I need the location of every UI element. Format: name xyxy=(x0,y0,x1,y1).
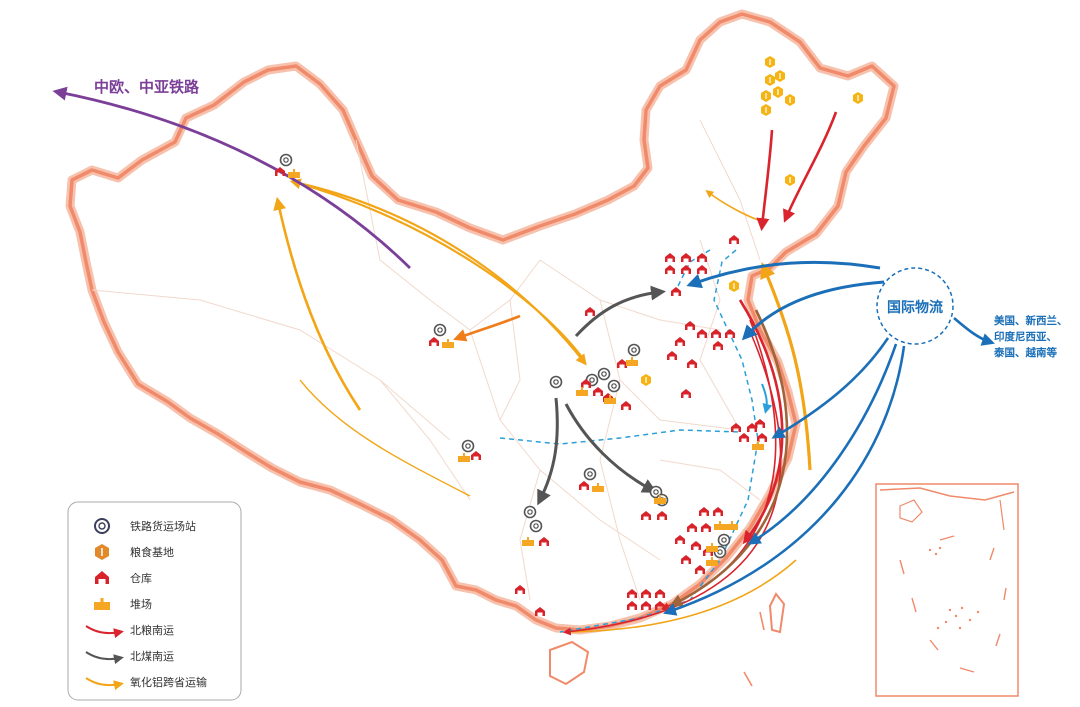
legend-label: 粮食基地 xyxy=(130,545,174,559)
rail-station-icon xyxy=(94,518,110,534)
sky-route xyxy=(761,383,773,414)
orange-route xyxy=(453,314,521,342)
intl-destination-line: 美国、新西兰、 xyxy=(994,314,1068,327)
legend-label: 北煤南运 xyxy=(130,650,174,663)
intl-hub-label: 国际物流 xyxy=(887,299,943,316)
sea-dashes xyxy=(743,611,765,687)
yellow-arrow-icon xyxy=(85,677,124,691)
intl-routes xyxy=(663,260,995,616)
alumina-routes xyxy=(273,178,812,633)
grain-base-icon xyxy=(95,544,109,560)
legend-label: 仓库 xyxy=(130,571,152,585)
warehouse-icon xyxy=(95,571,109,584)
red-arrow-icon xyxy=(85,625,124,639)
legend-label: 铁路货运场站 xyxy=(130,519,196,533)
yard-icon xyxy=(94,598,110,610)
intl-hub-circle xyxy=(876,267,954,345)
legend: 铁路货运场站 粮食基地 仓库 堆场 北粮南运 北煤南运 氧化铝跨省运输 xyxy=(67,501,242,701)
intl-destination-line: 泰国、越南等 xyxy=(993,346,1057,359)
legend-label: 堆场 xyxy=(130,597,152,611)
intl-destination-line: 印度尼西亚、 xyxy=(994,330,1057,343)
legend-label: 北粮南运 xyxy=(130,623,174,637)
china-europe-rail-route xyxy=(52,86,411,270)
south-china-sea-inset xyxy=(875,483,1019,697)
dark-arrow-icon xyxy=(85,651,124,665)
legend-label: 氧化铝跨省运输 xyxy=(130,675,207,689)
brown-route xyxy=(669,309,789,607)
rail-route-label: 中欧、中亚铁路 xyxy=(94,78,200,96)
coal-routes xyxy=(537,285,666,506)
